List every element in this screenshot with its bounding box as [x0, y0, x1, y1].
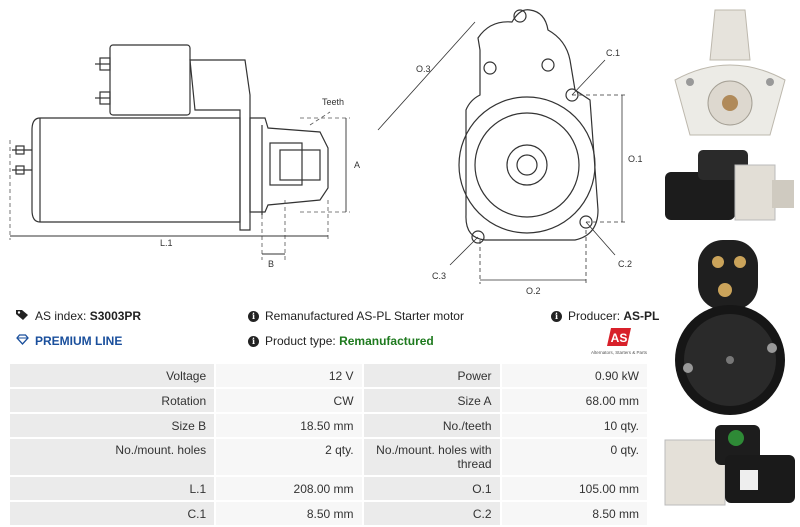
dim-b-label: B [268, 259, 274, 269]
motor-body-outline [31, 117, 241, 223]
front-flange-outline [465, 9, 599, 241]
product-description: Remanufactured AS-PL Starter motor [265, 309, 464, 323]
table-row: No./mount. holes 2 qty. No./mount. holes… [10, 439, 647, 475]
producer-row: i Producer: AS-PL [551, 309, 659, 323]
table-row: Voltage 12 V Power 0.90 kW [10, 364, 647, 387]
description-row: i Remanufactured AS-PL Starter motor [248, 309, 464, 323]
product-type-label: Product type: [265, 334, 336, 348]
spec-label: No./mount. holes with thread [363, 439, 500, 475]
spec-label: C.1 [10, 502, 215, 525]
info-icon: i [248, 310, 259, 322]
info-icon: i [248, 335, 259, 347]
spec-label: O.1 [363, 477, 500, 500]
product-type-row: i Product type: Remanufactured [248, 334, 434, 348]
photo-rear-view [675, 240, 785, 415]
spec-value: 10 qty. [501, 414, 647, 437]
logo-text: AS [611, 331, 628, 345]
product-photos [664, 9, 795, 506]
diamond-icon [16, 334, 29, 348]
dim-c1-label: C.1 [606, 48, 620, 58]
spec-label: No./mount. holes [10, 439, 215, 475]
teeth-label: Teeth [322, 97, 344, 107]
table-row: Rotation CW Size A 68.00 mm [10, 389, 647, 412]
front-housing-circle [458, 96, 596, 234]
spec-value: 0.90 kW [501, 364, 647, 387]
spec-value: 0 qty. [501, 439, 647, 475]
photo-solenoid-view [664, 425, 795, 506]
photo-front-view [674, 9, 786, 136]
spec-value: 12 V [216, 364, 362, 387]
as-index-value: S3003PR [89, 309, 142, 323]
spec-label: Voltage [10, 364, 215, 387]
spec-value: CW [216, 389, 362, 412]
spec-label: No./teeth [363, 414, 500, 437]
spec-value: 18.50 mm [216, 414, 362, 437]
premium-line-label: PREMIUM LINE [35, 334, 123, 348]
producer-label: Producer: [568, 309, 621, 323]
logo-tagline: Alternators, Starters & Parts [591, 350, 648, 355]
info-icon: i [551, 310, 562, 322]
table-row: Size B 18.50 mm No./teeth 10 qty. [10, 414, 647, 437]
table-row: L.1 208.00 mm O.1 105.00 mm [10, 477, 647, 500]
spec-value: 8.50 mm [501, 502, 647, 525]
dim-o3-label: O.3 [416, 64, 431, 74]
photo-side-view [665, 150, 794, 221]
producer-logo: AS Alternators, Starters & Parts [585, 326, 653, 358]
tag-icon [16, 309, 29, 323]
table-row: C.1 8.50 mm C.2 8.50 mm [10, 502, 647, 525]
nose-outline [249, 117, 329, 213]
producer-value: AS-PL [623, 309, 660, 323]
dim-a-label: A [354, 160, 360, 170]
dim-o2-label: O.2 [526, 286, 541, 296]
spec-label: Power [363, 364, 500, 387]
technical-drawing: L.1 B A Teeth O.3 C.1 O.1 C.2 C.3 O.2 [9, 9, 643, 296]
spec-value: 208.00 mm [216, 477, 362, 500]
dim-c2-label: C.2 [618, 259, 632, 269]
product-type-value: Remanufactured [339, 334, 434, 348]
dim-c3-label: C.3 [432, 271, 446, 281]
spec-label: L.1 [10, 477, 215, 500]
premium-row: PREMIUM LINE [16, 334, 122, 348]
dim-l1-label: L.1 [160, 238, 173, 248]
spec-table: Voltage 12 V Power 0.90 kW Rotation CW S… [8, 362, 649, 527]
spec-label: Size A [363, 389, 500, 412]
as-index-label: AS index: [35, 309, 87, 323]
spec-value: 2 qty. [216, 439, 362, 475]
spec-value: 8.50 mm [216, 502, 362, 525]
as-index-row: AS index: S3003PR [16, 309, 141, 323]
solenoid-outline [109, 44, 191, 116]
spec-label: Rotation [10, 389, 215, 412]
spec-value: 68.00 mm [501, 389, 647, 412]
dim-o1-label: O.1 [628, 154, 643, 164]
spec-label: C.2 [363, 502, 500, 525]
spec-label: Size B [10, 414, 215, 437]
spec-value: 105.00 mm [501, 477, 647, 500]
